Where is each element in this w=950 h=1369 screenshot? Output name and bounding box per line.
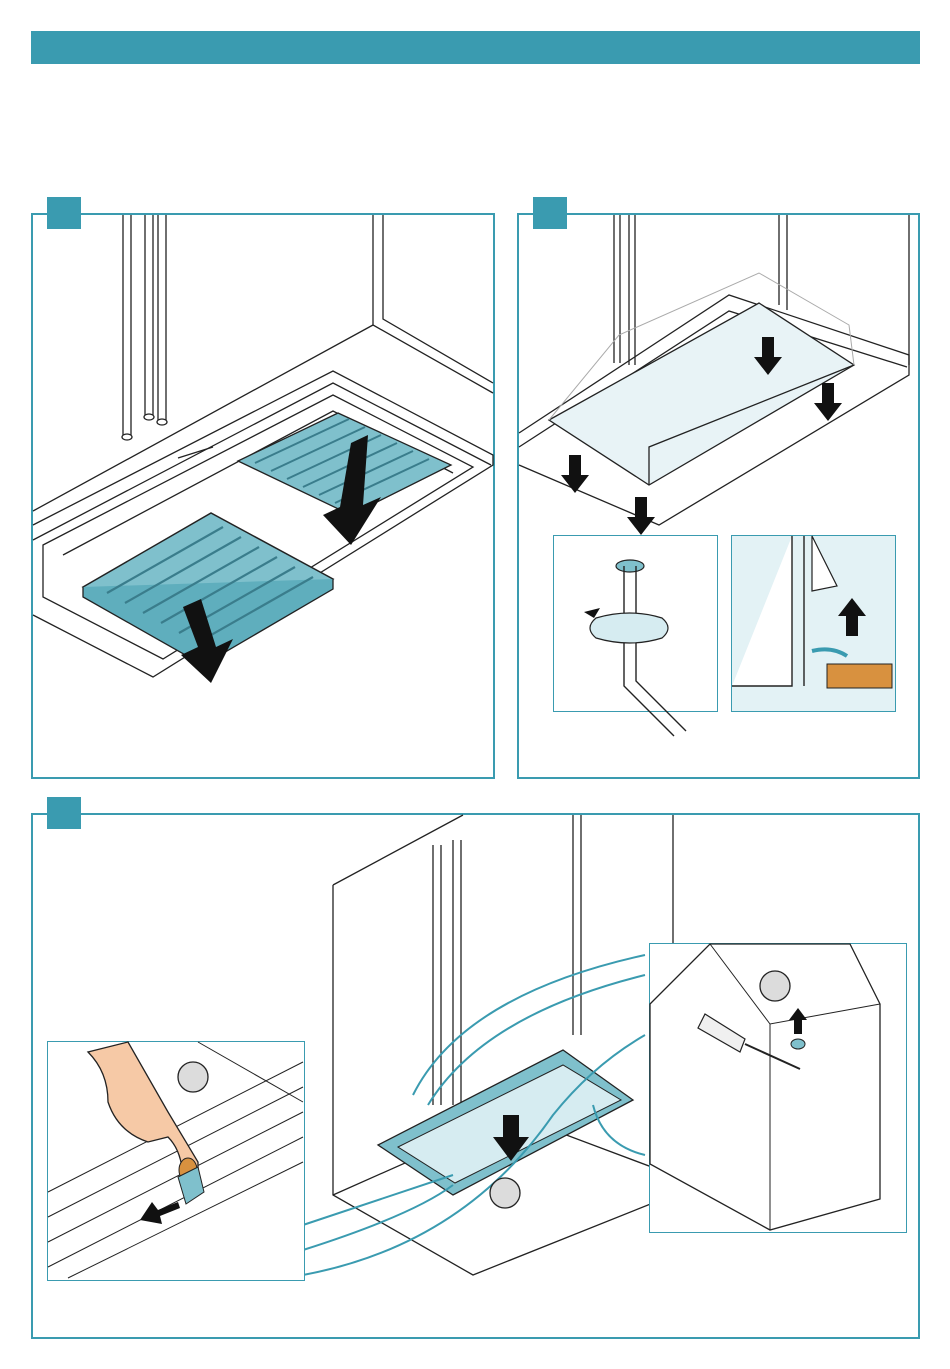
step-3-tab: [47, 797, 81, 829]
hex-key-icon: [554, 536, 714, 736]
hex-key-inset: [553, 535, 718, 712]
arrow-up-icon: [838, 598, 866, 636]
lift-inset: [731, 535, 896, 712]
lift-detail: [732, 536, 892, 711]
header-bar: [31, 31, 920, 64]
step-3-panel: [31, 813, 920, 1339]
callout-3: [490, 1178, 520, 1208]
rotate-icon: [584, 608, 668, 643]
callout-3-marker: [33, 815, 918, 1337]
step-1-panel: [31, 213, 495, 779]
step-1-illustration: [33, 215, 493, 777]
step-1-tab: [47, 197, 81, 229]
step-2-panel: [517, 213, 920, 779]
step-2-tab: [533, 197, 567, 229]
